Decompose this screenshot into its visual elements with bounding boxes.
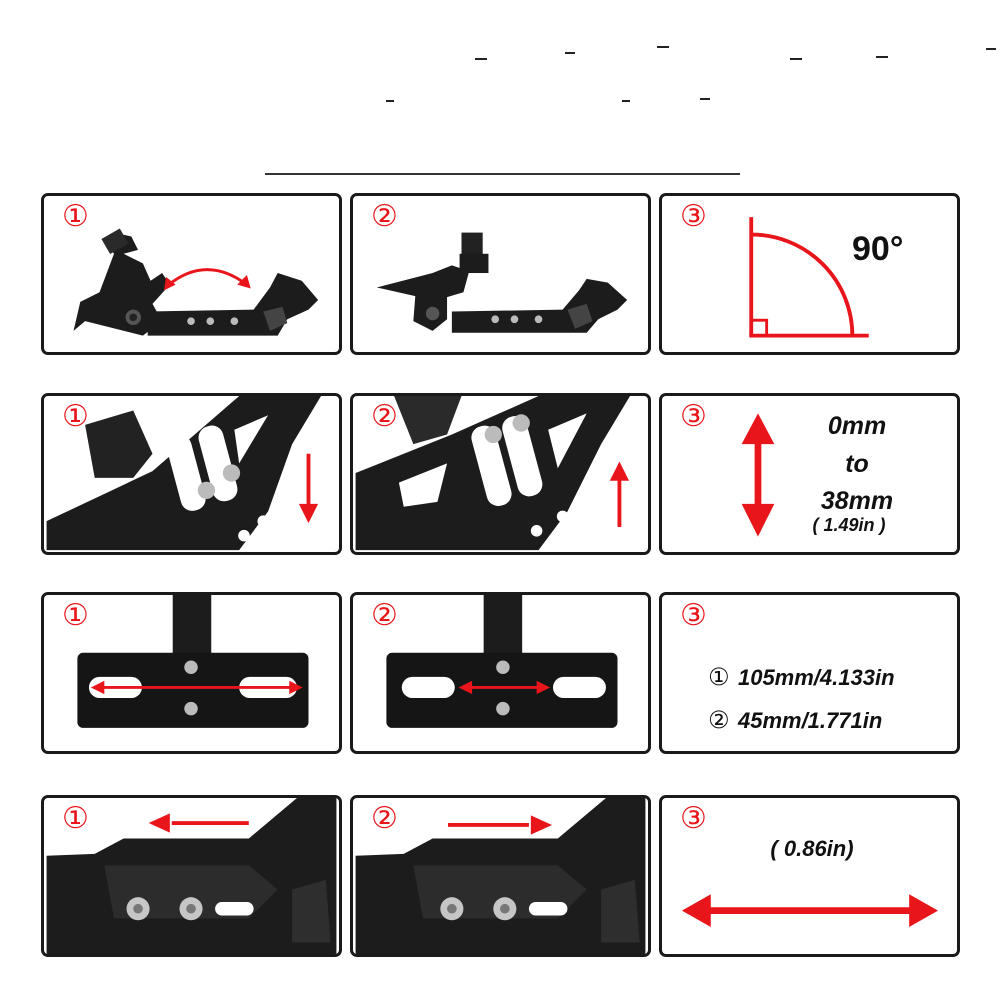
curved-double-arrow-icon bbox=[164, 268, 251, 291]
length-inch: ( 0.86in) bbox=[770, 836, 854, 861]
horizontal-double-arrow-icon bbox=[90, 680, 303, 695]
panel-number: ② bbox=[371, 598, 398, 633]
header-dash bbox=[986, 48, 996, 50]
row4-panel-3: ③ ( 0.86in) bbox=[659, 795, 960, 957]
spec-row-2: ② 45mm/1.771in bbox=[708, 706, 882, 734]
row2-panel-3: ③ 0mm to 38mm ( 1.49in ) bbox=[659, 393, 960, 555]
header-dash bbox=[475, 58, 487, 60]
up-arrow-icon bbox=[609, 461, 630, 527]
down-arrow-icon bbox=[298, 453, 319, 524]
range-word: to bbox=[845, 450, 869, 478]
plate-width-short-image bbox=[386, 595, 618, 728]
panel-number: ① bbox=[62, 399, 89, 434]
plate-width-long-image bbox=[77, 595, 309, 728]
row1-panel-3: ③ 90° bbox=[659, 193, 960, 355]
angle-label: 90° bbox=[852, 230, 904, 268]
row1-panel-1: ① bbox=[41, 193, 342, 355]
panel-number: ② bbox=[371, 399, 398, 434]
row1-panel-2: ② bbox=[350, 193, 651, 355]
panel-number: ① bbox=[62, 801, 89, 836]
header-dash bbox=[386, 100, 394, 102]
header-dash bbox=[657, 46, 669, 48]
panel-number: ③ bbox=[680, 801, 707, 836]
spec-1-marker: ① bbox=[708, 663, 730, 691]
row3-panel-1: ① bbox=[41, 592, 342, 754]
height-adjust-up-image bbox=[355, 396, 631, 551]
horizontal-double-arrow-icon bbox=[681, 894, 939, 928]
panel-number: ① bbox=[62, 598, 89, 633]
spec-2-marker: ② bbox=[708, 706, 730, 734]
row4-panel-2: ② bbox=[350, 795, 651, 957]
panel-number: ② bbox=[371, 199, 398, 234]
vertical-double-arrow-icon bbox=[741, 413, 775, 537]
panel-number: ③ bbox=[680, 598, 707, 633]
panel-number: ① bbox=[62, 199, 89, 234]
header-dash bbox=[876, 56, 888, 58]
header-dash bbox=[565, 52, 575, 54]
header-dash bbox=[700, 98, 710, 100]
row2-panel-1: ① bbox=[41, 393, 342, 555]
folding-bracket-open-image bbox=[73, 228, 319, 336]
range-inch: ( 1.49in ) bbox=[812, 515, 886, 535]
horizontal-double-arrow-icon bbox=[458, 680, 551, 695]
spec-1-value: 105mm/4.133in bbox=[737, 665, 895, 690]
panel-number: ③ bbox=[680, 399, 707, 434]
height-adjust-down-image bbox=[46, 396, 322, 551]
panel-number: ③ bbox=[680, 199, 707, 234]
spec-row-1: ① 105mm/4.133in bbox=[708, 663, 895, 691]
panel-number: ② bbox=[371, 801, 398, 836]
range-from: 0mm bbox=[827, 412, 887, 440]
right-angle-icon bbox=[749, 217, 869, 338]
row3-panel-2: ② bbox=[350, 592, 651, 754]
header-dash bbox=[265, 173, 740, 175]
header-dash bbox=[790, 58, 802, 60]
arm-slide-left-image bbox=[46, 798, 337, 954]
row3-panel-3: ③ ① 105mm/4.133in ② 45mm/1.771in bbox=[659, 592, 960, 754]
folding-bracket-flat-image bbox=[376, 232, 628, 333]
arm-slide-right-image bbox=[355, 798, 646, 954]
spec-2-value: 45mm/1.771in bbox=[737, 708, 883, 733]
header-dash bbox=[622, 100, 630, 102]
row4-panel-1: ① bbox=[41, 795, 342, 957]
left-arrow-icon bbox=[148, 813, 249, 833]
right-arrow-icon bbox=[448, 815, 553, 835]
row2-panel-2: ② bbox=[350, 393, 651, 555]
range-to: 38mm bbox=[820, 487, 894, 515]
